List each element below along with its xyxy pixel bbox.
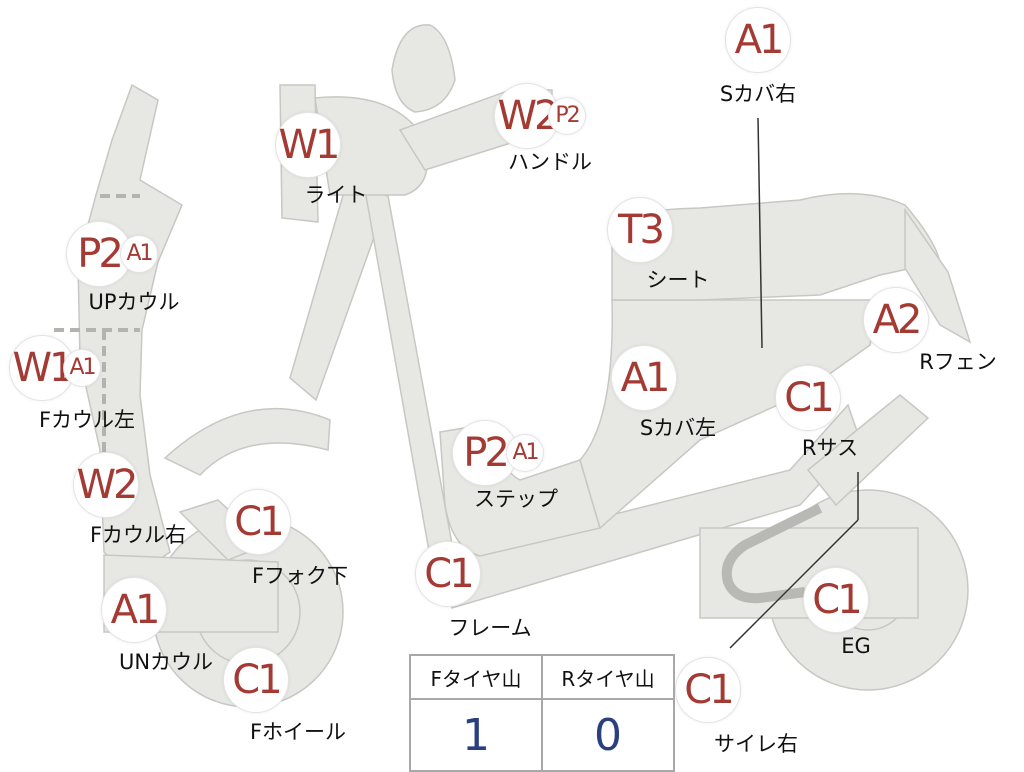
grade-badge: C1 [804,568,868,632]
grade-badges: C1 [226,490,290,554]
grade-badge-secondary: A1 [121,236,157,272]
grade-badges: A1 [612,346,676,410]
part-label: Sカバ右 [719,82,797,106]
front-fender [163,408,331,476]
grade-badge: P2 [453,421,517,485]
part-label: シート [646,268,710,292]
front-tire-header: Fタイヤ山 [409,654,543,700]
grade-badges: C1 [776,366,840,430]
part-label: Fホイール [249,720,347,744]
grade-badges: C1 [804,568,868,632]
tire-table-value-row: 1 0 [409,698,675,772]
grade-badges: P2 A1 [67,222,157,286]
part-label: Fカウル左 [38,408,136,432]
grade-badge-secondary: A1 [507,435,543,471]
grade-badge: C1 [224,648,288,712]
part-label: UPカウル [88,290,180,314]
grade-badges: W2 [74,453,139,517]
grade-badge: A1 [102,578,166,642]
frame-down-tube [364,188,456,569]
grade-badge-secondary: P2 [549,98,585,134]
grade-badges: W2 P2 [495,84,585,148]
rear-tire-header: Rタイヤ山 [541,654,675,700]
grade-badges: A1 [726,8,790,72]
grade-badges: P2 A1 [453,421,543,485]
part-label: ライト [304,183,368,207]
grade-badge: A2 [864,288,928,352]
grade-badge: C1 [776,366,840,430]
grade-badges: A1 [102,578,166,642]
tire-tread-table: Fタイヤ山 Rタイヤ山 1 0 [409,654,675,772]
grade-badge: C1 [676,658,740,722]
tire-table-header-row: Fタイヤ山 Rタイヤ山 [409,654,675,700]
part-label: サイレ右 [714,732,798,756]
exhaust-pipe [721,503,823,604]
part-label: UNカウル [118,650,214,674]
part-label: Sカバ左 [639,416,717,440]
grade-badge: C1 [226,490,290,554]
grade-badges: W1 [276,113,341,177]
grade-badge: A1 [612,346,676,410]
grade-badge: W2 [495,84,560,148]
grade-badges: W1 A1 [10,336,100,400]
part-label: Rサス [801,436,859,460]
grade-badge: W1 [276,113,341,177]
leader-s-cover-right [757,117,763,349]
rear-fender-shape [904,207,972,344]
part-label: フレーム [448,616,532,640]
part-label: ハンドル [508,150,592,174]
grade-badge: P2 [67,222,131,286]
grade-badge: W2 [74,453,139,517]
grade-badges: T3 [608,198,672,262]
part-label: ステップ [474,487,558,511]
leader-lines [729,117,859,649]
grade-badges: C1 [224,648,288,712]
grade-badges: A2 [864,288,928,352]
grade-badge: A1 [726,8,790,72]
rear-suspension-shape [806,394,930,507]
rear-tire-value: 0 [541,698,675,772]
cowl-dividers [54,194,140,470]
grade-badge: T3 [608,198,672,262]
leader-silencer [729,519,859,649]
part-label: Rフェン [919,350,997,374]
front-tire-value: 1 [409,698,543,772]
part-label: Fフォク下 [251,564,349,588]
part-label: Fカウル右 [89,523,187,547]
grade-badge: C1 [416,542,480,606]
part-label: EG [841,634,871,658]
grade-badges: C1 [676,658,740,722]
windscreen [391,24,456,113]
grade-badges: C1 [416,542,480,606]
grade-badge-secondary: A1 [64,350,100,386]
